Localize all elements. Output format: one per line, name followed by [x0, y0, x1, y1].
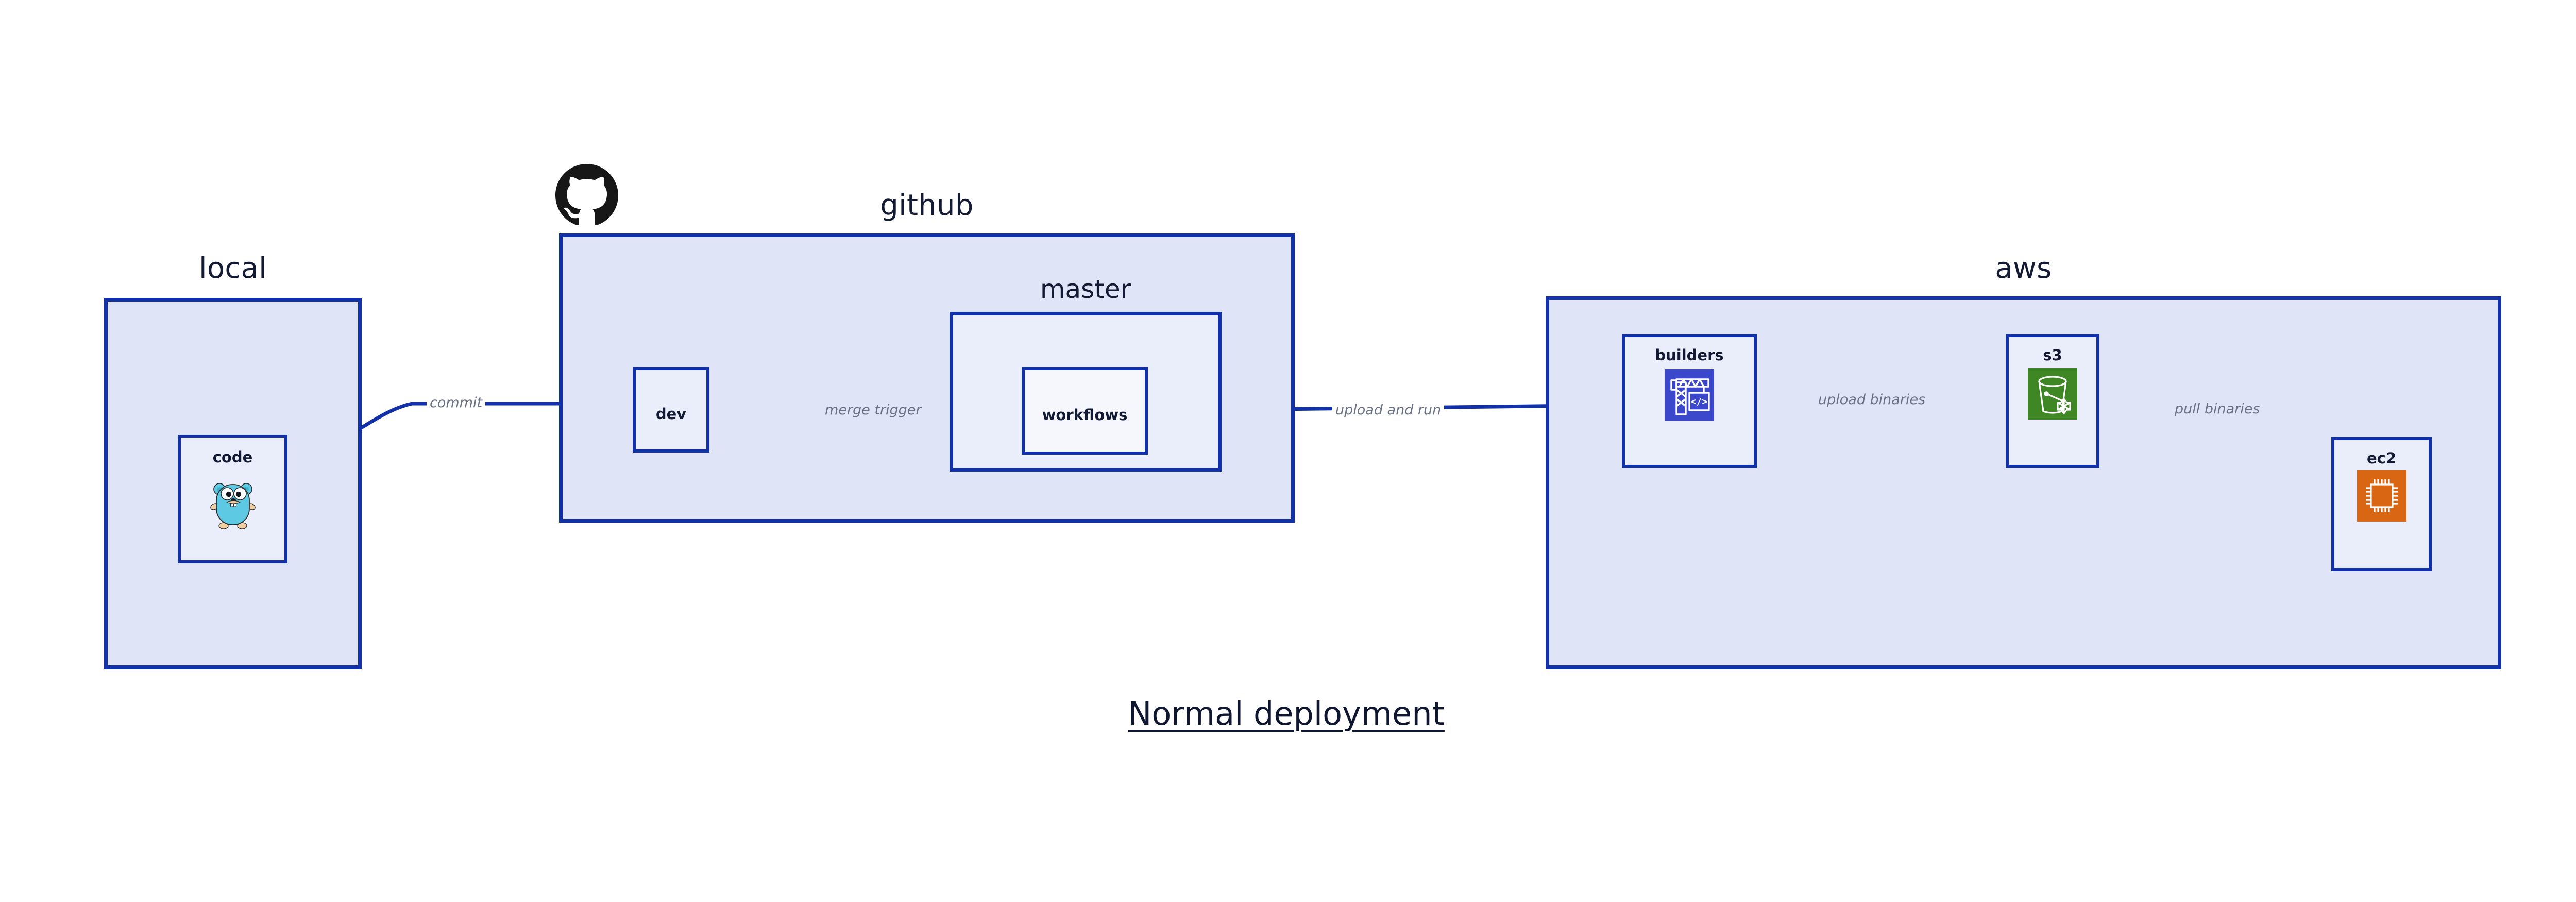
node-ec2[interactable]: ec2 [2331, 437, 2432, 571]
page-title: Normal deployment [1128, 695, 1445, 732]
node-workflows[interactable]: workflows [1022, 367, 1148, 455]
edge-label-upload-and-run: upload and run [1332, 403, 1445, 417]
node-label-builders: builders [1655, 346, 1724, 364]
node-builders[interactable]: builders < [1622, 334, 1757, 468]
edge-label-pull-binaries: pull binaries [2175, 401, 2260, 417]
node-s3[interactable]: s3 [2006, 334, 2099, 468]
github-octocat-icon [555, 164, 618, 227]
node-label-ec2: ec2 [2366, 449, 2397, 467]
node-code[interactable]: code [178, 435, 287, 563]
group-label-aws: aws [1995, 252, 2052, 285]
group-label-github: github [880, 189, 974, 222]
subgroup-label-master: master [1040, 274, 1131, 304]
edge-label-commit: commit [427, 396, 486, 410]
node-label-workflows: workflows [1042, 406, 1128, 424]
node-label-s3: s3 [2043, 346, 2062, 364]
aws-ec2-icon [2357, 470, 2406, 522]
group-label-local: local [199, 252, 267, 285]
node-dev[interactable]: dev [633, 367, 709, 453]
aws-s3-glacier-icon [2028, 368, 2077, 420]
aws-codebuild-icon: </> [1665, 369, 1714, 421]
node-label-code: code [212, 448, 253, 466]
go-gopher-icon [209, 478, 257, 529]
svg-text:</>: </> [1691, 396, 1708, 407]
edge-label-merge-trigger: merge trigger [825, 402, 922, 418]
node-label-dev: dev [655, 405, 687, 423]
edge-label-upload-binaries: upload binaries [1818, 392, 1926, 408]
